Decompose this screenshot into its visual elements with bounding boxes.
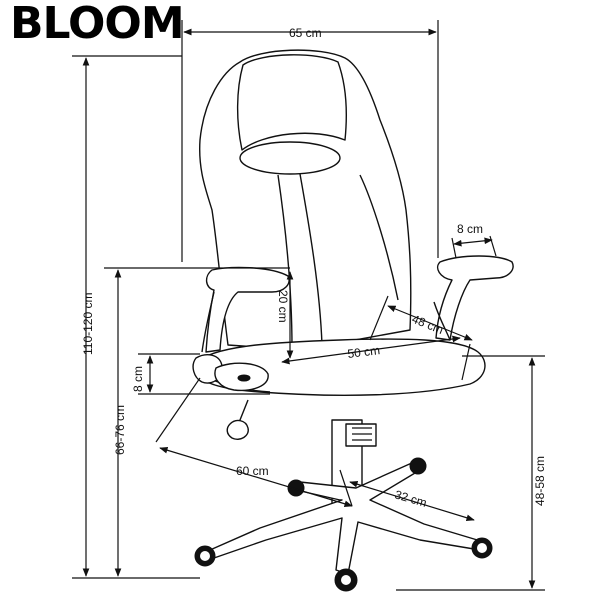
label-overall-width: 65 cm [289, 26, 322, 40]
label-base-radius: 32 cm [393, 487, 428, 509]
chair-illustration [192, 49, 514, 592]
right-armrest [435, 255, 514, 341]
label-seat-height: 48-58 cm [533, 456, 547, 506]
label-base-depth: 60 cm [236, 464, 269, 478]
label-seat-width: 50 cm [347, 343, 381, 361]
left-armrest [205, 266, 290, 353]
label-overall-height: 110-120 cm [81, 293, 95, 355]
label-armrest-width: 8 cm [457, 222, 483, 236]
label-armrest-height: 66-76 cm [113, 405, 127, 455]
label-seat-thickness: 8 cm [131, 366, 145, 392]
product-title: BLOOM [10, 0, 185, 49]
label-armrest-to-seat: 20 cm [276, 290, 290, 323]
